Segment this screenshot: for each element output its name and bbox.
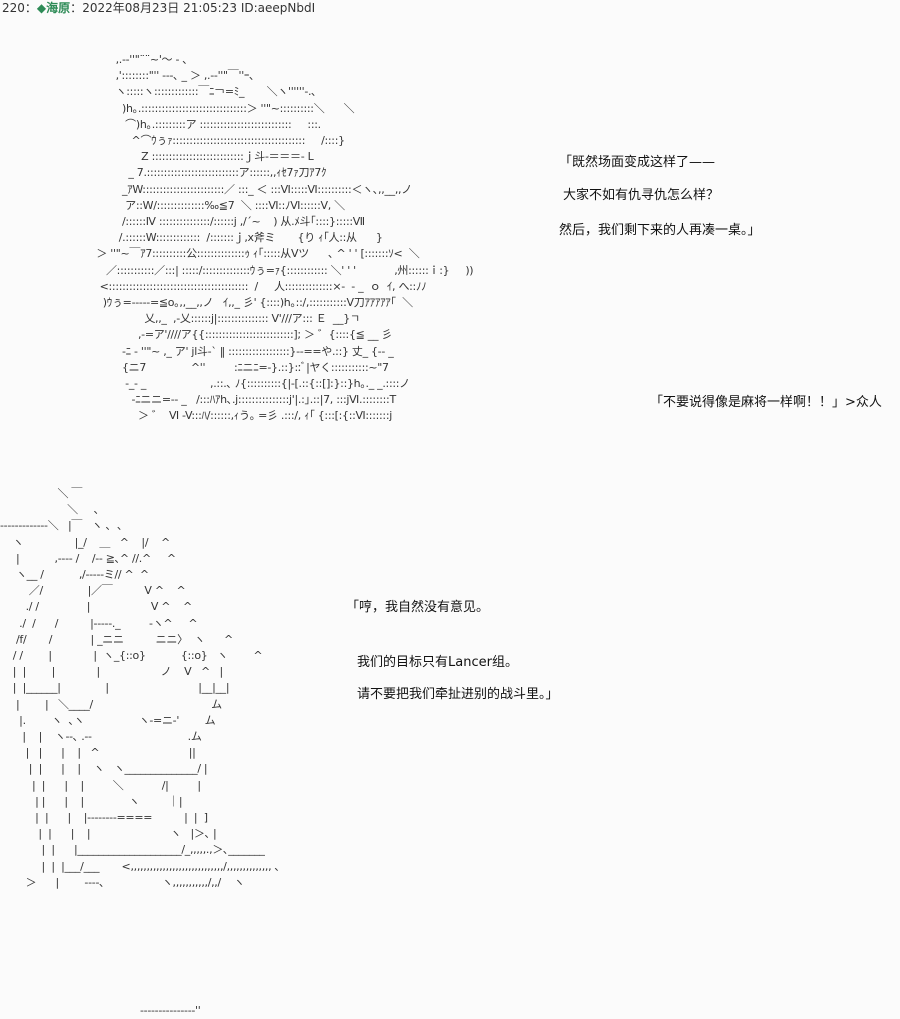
post-header: 220：◆海原：2022年08月23日 21:05:23 ID:aeepNbdI — [2, 0, 315, 16]
dialogue-line-2: 大家不如有仇寻仇怎么样？ — [563, 188, 720, 203]
ascii-art-character-portrait: ＼ ￣ ＼ ､ ‐‐‐‐‐‐‐‐‐‐‐‐‐＼ |￣ ヽ ､ ､ ヽ |_/ ＿ … — [0, 487, 280, 889]
post-id[interactable]: ID:aeepNbdI — [240, 1, 316, 15]
dialogue-line-3: 然后，我们剩下来的人再凑一桌。」 — [559, 223, 761, 238]
post-datetime: 2022年08月23日 21:05:23 — [82, 1, 237, 15]
dialogue-line-5: 我们的目标只有Lancer组。 — [357, 655, 518, 670]
ascii-art-characters: ,.-‐''"¨¨~'～ - ､ ,'::::::::"'' ‐--､ _ ＞ … — [96, 53, 474, 423]
post-number: 220 — [2, 1, 25, 15]
ascii-art-tail: ‐‐‐‐‐‐‐‐‐‐‐‐‐‐‐'' — [140, 1004, 201, 1017]
post-separator-2: ： — [70, 1, 83, 15]
dialogue-line-6: 请不要把我们牵扯进别的战斗里。」 — [357, 687, 559, 702]
post-separator: ： — [24, 1, 37, 15]
dialogue-line-1: 「既然场面变成这样了—— — [559, 155, 716, 170]
trip-diamond-icon: ◆ — [36, 1, 47, 15]
crowd-dialogue: 「不要说得像是麻将一样啊！！」>众人 — [650, 395, 882, 410]
dialogue-line-4: 「哼，我自然没有意见。 — [346, 600, 490, 615]
poster-name[interactable]: 海原 — [46, 1, 71, 15]
